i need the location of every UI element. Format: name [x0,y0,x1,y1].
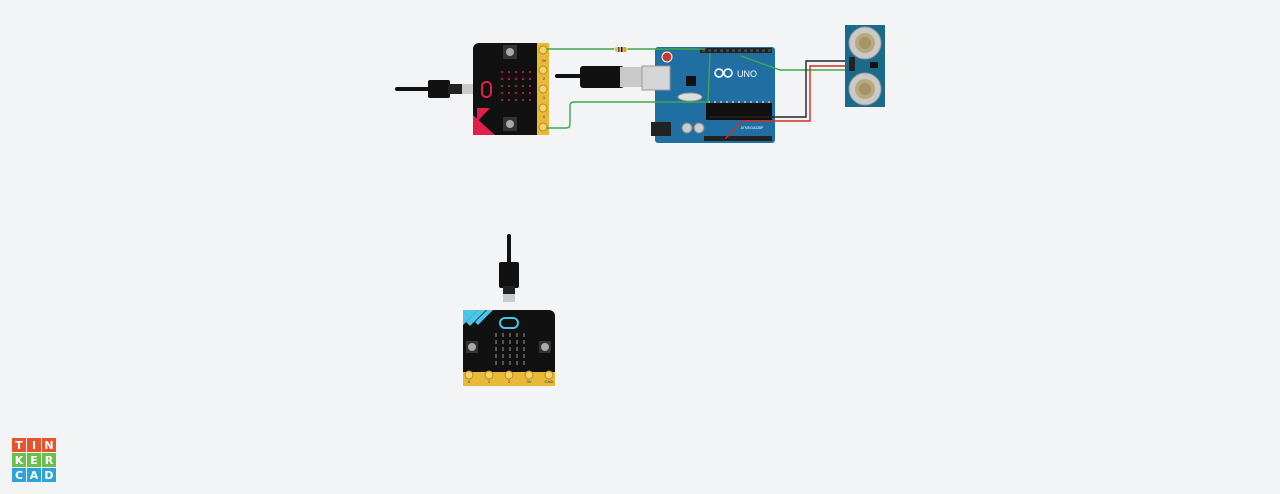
button-a[interactable] [503,45,517,59]
arduino-uno[interactable]: UNO ATMEGA328P [641,47,775,143]
pin-label-1: 1 [488,379,491,384]
pin-label-3v: 3V [542,58,547,63]
pin-label-2: 2 [543,76,546,81]
button-b[interactable] [503,117,517,131]
edge-connector[interactable] [463,370,555,386]
reset-button[interactable] [661,51,673,63]
usb-cable-left[interactable] [395,80,476,98]
usb-cable-bottom[interactable] [499,234,519,302]
atmega-chip [706,101,772,120]
logo-letter-r: R [42,453,56,467]
pin-label-0: 0 [468,379,471,384]
capacitor-1 [681,122,693,134]
edge-connector[interactable] [537,43,549,135]
small-chip [686,76,696,86]
wire-red-5v[interactable] [725,65,849,139]
pin-label-3v: 3V [527,379,532,384]
logo-letter-t: T [12,438,26,452]
pin-label-2: 2 [508,379,511,384]
logo-letter-k: K [12,453,26,467]
wire-green-sensor[interactable] [740,55,846,71]
button-a[interactable] [466,341,478,353]
logo-letter-a: A [27,468,41,482]
power-header[interactable] [704,136,772,141]
pin-label-0: 0 [543,114,546,119]
capacitor-2 [693,122,705,134]
logo-letter-e: E [27,453,41,467]
pin-label-gnd: GND [545,379,554,384]
led-matrix [495,333,525,365]
logo-letter-n: N [42,438,56,452]
button-b[interactable] [539,341,551,353]
chip-label: ATMEGA328P [741,126,764,130]
microbit-logo [481,81,492,98]
tinkercad-logo[interactable]: T I N K E R C A D [12,438,56,482]
microbit-bottom[interactable]: 0 1 2 3V GND [463,310,555,386]
arduino-infinity-logo [714,68,733,78]
microbit-top[interactable]: 3V 2 1 0 [473,43,549,135]
pin-label-1: 1 [543,95,546,100]
usb-cable-arduino[interactable] [555,66,642,88]
crystal [677,92,703,102]
usb-b-port [641,65,671,91]
resistor[interactable] [615,47,627,52]
led-matrix [501,71,531,101]
ultrasonic-sensor[interactable] [845,25,885,107]
logo-letter-c: C [12,468,26,482]
logo-letter-i: I [27,438,41,452]
digital-header[interactable] [700,48,772,53]
logo-letter-d: D [42,468,56,482]
power-jack [651,122,671,136]
microbit-logo [499,317,519,329]
board-label: UNO [737,69,757,79]
wire-green-pin0[interactable] [546,53,711,129]
wire-black-gnd[interactable] [709,60,849,118]
